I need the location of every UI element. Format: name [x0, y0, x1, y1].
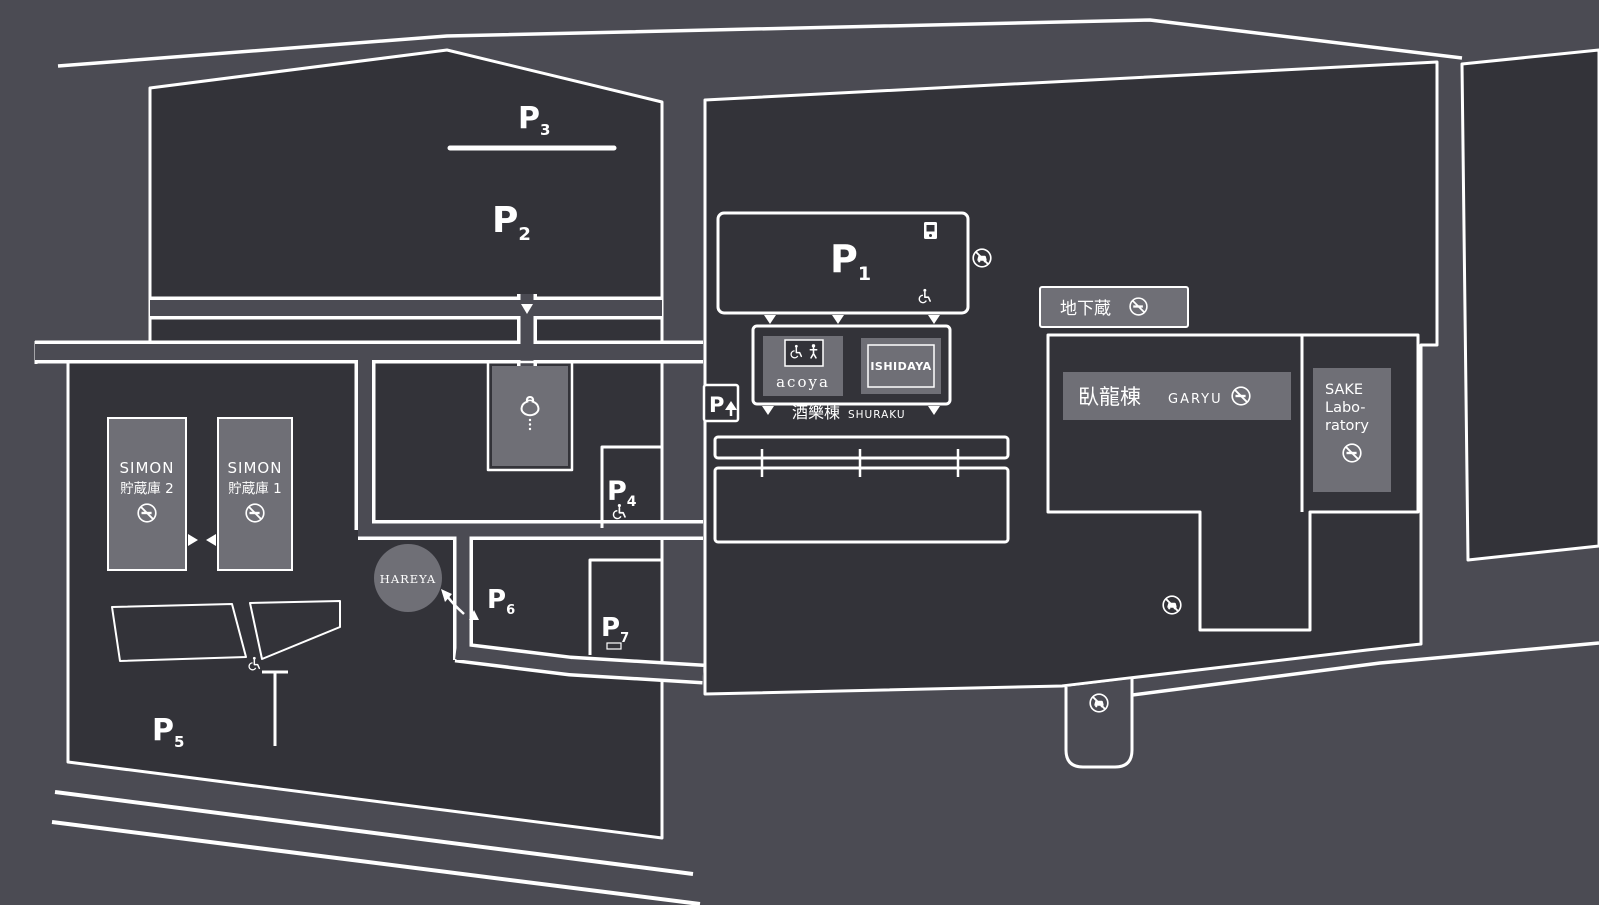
- p4-bay-outline: [600, 445, 662, 528]
- left-parcel-road-surfaces: [35, 294, 704, 681]
- walkway-line: [262, 670, 288, 746]
- parking-row-ticks: [760, 449, 960, 477]
- p6-label: P6: [487, 585, 515, 618]
- simon-storehouse-2-sub: 貯蔵庫 2: [120, 481, 173, 497]
- hareya-direction-arrowhead-icon: [441, 589, 452, 602]
- sake-lab-line3: ratory: [1325, 418, 1369, 434]
- parking-entrance-sign: P: [702, 383, 740, 423]
- simon-storehouse-2-name: SIMON: [120, 459, 175, 477]
- acoya-name: acoya: [776, 373, 830, 391]
- brewery-logo-icon: [520, 395, 540, 431]
- p7-label: P7: [601, 613, 629, 646]
- p1-area-outline: [716, 211, 970, 315]
- p2-label: P2: [492, 200, 531, 245]
- arrow-down-icon: [521, 304, 533, 314]
- chikagura-name: 地下蔵: [1060, 299, 1111, 319]
- shuraku-building-outline: [751, 324, 952, 406]
- ishidaya-name: ISHIDAYA: [870, 360, 931, 373]
- shuraku-name-jp: 酒樂棟: [792, 403, 840, 422]
- parking-row-outline: [713, 466, 1010, 544]
- garyu-label-box: [1063, 372, 1291, 420]
- right-parcel: P1 acoya ISHIDAYA 酒樂棟 SHURAKU 地下蔵: [702, 60, 1439, 769]
- top-road-edge-line: [57, 18, 1463, 68]
- sake-laboratory-building: [1313, 368, 1391, 492]
- garyu-building-outline: [1046, 333, 1420, 632]
- sake-lab-line1: SAKE: [1325, 382, 1363, 398]
- passage-arrow-right-icon: [188, 534, 198, 546]
- arrow-up-icon: [469, 610, 479, 620]
- east-parcel-strip: [1460, 48, 1599, 562]
- simon-storehouse-1-name: SIMON: [228, 459, 283, 477]
- simon-storehouse-2-building: [107, 417, 187, 571]
- southwest-road-edge-line-2: [51, 820, 701, 905]
- shuraku-name-en: SHURAKU: [848, 409, 906, 421]
- southeast-road-edge-line: [1077, 641, 1599, 704]
- hareya-name: HAREYA: [380, 572, 436, 586]
- arrow-up-icon: [725, 401, 737, 410]
- chikagura-building: [1039, 286, 1189, 328]
- p4-label: P4: [607, 476, 637, 510]
- garyu-name-jp: 臥龍棟: [1078, 385, 1141, 409]
- cobblestone-area: [249, 600, 341, 660]
- arrow-down-icon: [928, 315, 940, 324]
- arrow-down-icon: [928, 406, 940, 415]
- sake-lab-line2: Labo-: [1325, 400, 1366, 416]
- entrance-sign-letter: P: [709, 393, 724, 417]
- turnaround-road-outline: [1064, 679, 1134, 769]
- southwest-road-edge-line-1: [54, 790, 694, 876]
- hareya-building: [374, 544, 442, 612]
- vending-machine-icon: [924, 222, 937, 239]
- garyu-name-en: GARYU: [1168, 392, 1223, 407]
- small-sign-icon: [606, 642, 622, 650]
- simon-storehouse-1-sub: 貯蔵庫 1: [228, 481, 281, 497]
- parking-row-outline: [713, 435, 1010, 460]
- ishidaya-logo-frame: [867, 344, 935, 388]
- brewery-plot-outline: [486, 360, 574, 472]
- p1-label: P1: [830, 237, 871, 285]
- passage-arrow-left-icon: [206, 534, 216, 546]
- p3-label: P3: [518, 101, 550, 139]
- arrow-down-icon: [764, 315, 776, 324]
- arrow-down-icon: [762, 406, 774, 415]
- p5-label: P5: [152, 713, 184, 751]
- simon-storehouse-1-building: [217, 417, 293, 571]
- cobblestone-area: [111, 603, 247, 662]
- arrow-down-icon: [832, 315, 844, 324]
- p7-bay-outline: [588, 558, 662, 655]
- left-parcel: P3 P2 SIMON 貯蔵庫 2 SIMON 貯蔵庫 1 P4: [35, 48, 704, 840]
- ishidaya-building: [861, 338, 941, 394]
